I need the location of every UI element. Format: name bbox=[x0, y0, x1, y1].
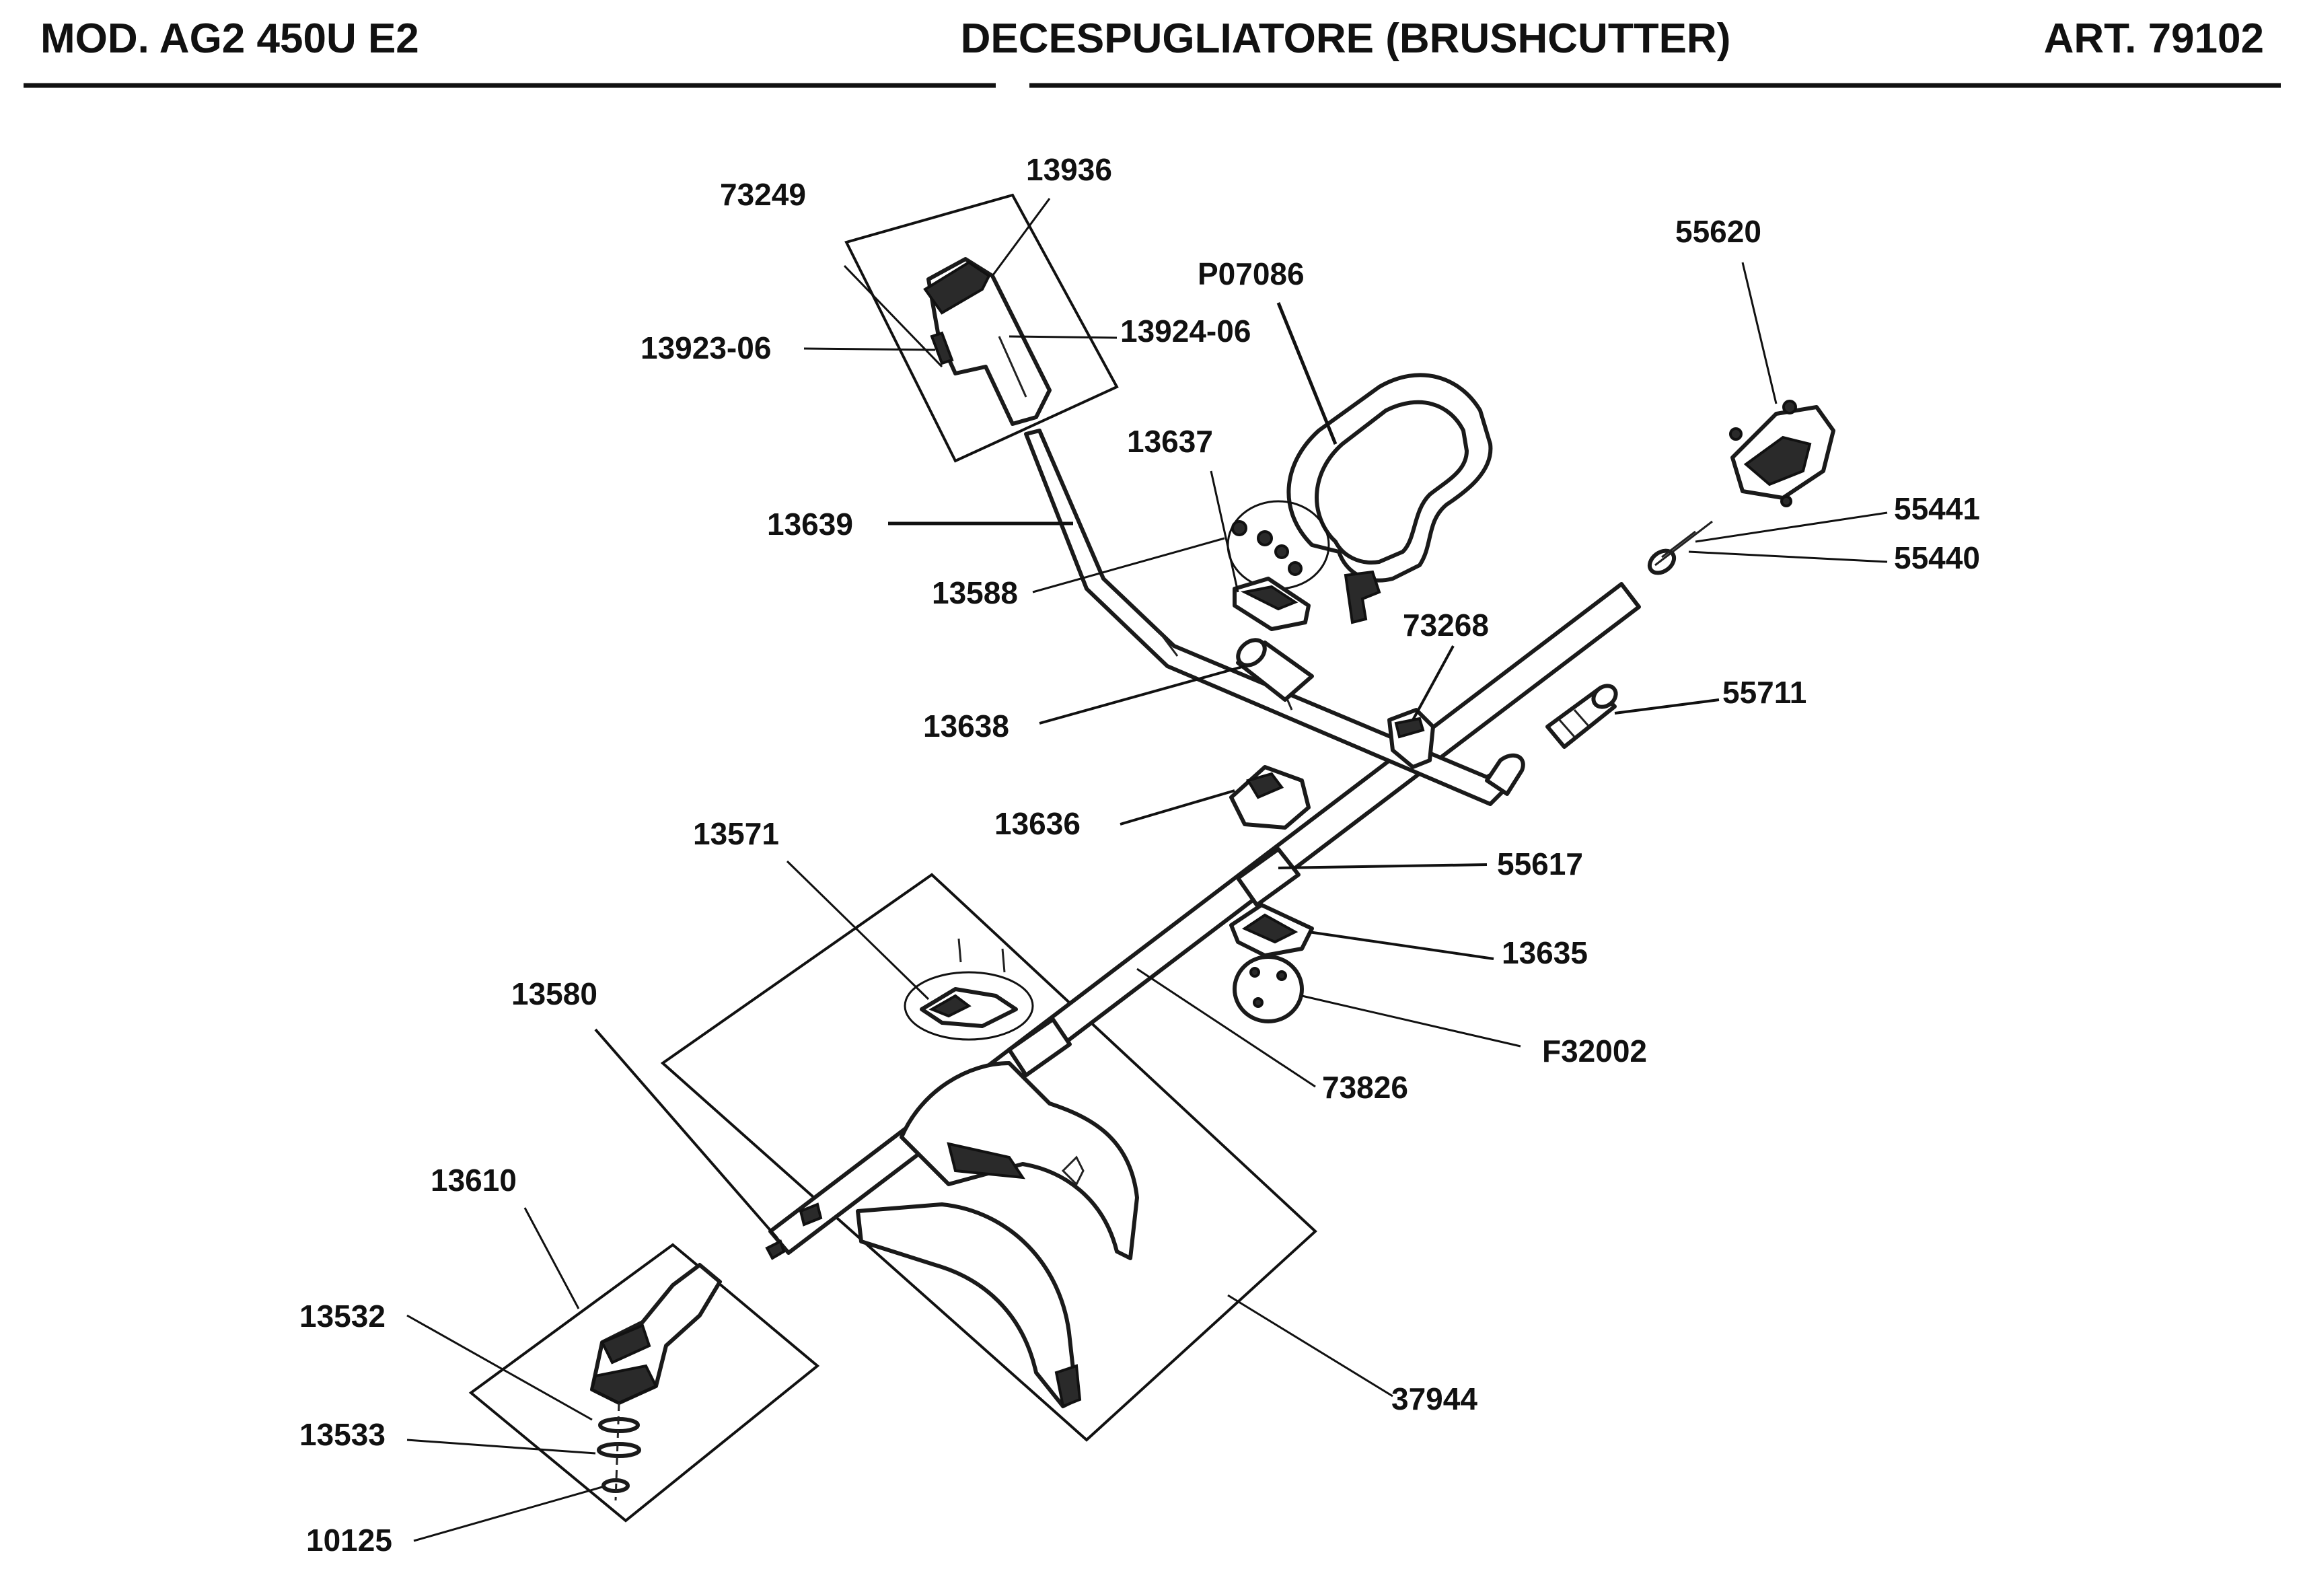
label-13936: 13936 bbox=[1026, 152, 1112, 187]
label-37944: 37944 bbox=[1391, 1381, 1477, 1416]
handlebar bbox=[1024, 429, 1525, 806]
label-13610: 13610 bbox=[431, 1163, 517, 1198]
label-13571: 13571 bbox=[693, 816, 779, 851]
label-55620: 55620 bbox=[1675, 214, 1761, 249]
guard-bracket bbox=[904, 938, 1034, 1041]
label-55441: 55441 bbox=[1894, 491, 1980, 526]
label-73826: 73826 bbox=[1322, 1070, 1408, 1105]
leader-lines bbox=[406, 198, 1888, 1542]
label-13532: 13532 bbox=[299, 1299, 386, 1334]
label-13639: 13639 bbox=[767, 507, 853, 542]
label-13638: 13638 bbox=[923, 709, 1009, 743]
harness-clamp-13636 bbox=[1229, 765, 1311, 830]
label-13637: 13637 bbox=[1127, 424, 1213, 459]
cutting-guard bbox=[856, 1061, 1139, 1408]
label-13924-06: 13924-06 bbox=[1120, 314, 1251, 349]
guard-group-box bbox=[660, 873, 1317, 1442]
part-labels: 73249 13936 13923-06 13924-06 P07086 556… bbox=[299, 152, 1980, 1558]
label-13533: 13533 bbox=[299, 1417, 386, 1452]
disc-f32002 bbox=[1233, 955, 1304, 1023]
label-73268: 73268 bbox=[1403, 608, 1489, 643]
engine-coupling bbox=[1729, 400, 1835, 507]
page-title: DECESPUGLIATORE (BRUSHCUTTER) bbox=[961, 15, 1731, 62]
head-group-box bbox=[468, 1243, 820, 1523]
throttle-handle bbox=[923, 257, 1052, 426]
hanger-13635 bbox=[1229, 903, 1314, 957]
grip-sleeve bbox=[1236, 638, 1314, 702]
label-55617: 55617 bbox=[1497, 846, 1583, 881]
shaft-pin bbox=[765, 1202, 823, 1260]
label-f32002: F32002 bbox=[1542, 1033, 1647, 1068]
handle-group-box bbox=[844, 193, 1119, 463]
label-55440: 55440 bbox=[1894, 540, 1980, 575]
label-73249: 73249 bbox=[720, 177, 806, 212]
loop-handle bbox=[1286, 373, 1493, 624]
label-55711: 55711 bbox=[1722, 675, 1806, 710]
shaft-clamp-73268 bbox=[1387, 708, 1435, 769]
model-number: MOD. AG2 450U E2 bbox=[40, 15, 419, 62]
label-10125: 10125 bbox=[306, 1523, 392, 1558]
label-13588: 13588 bbox=[932, 575, 1018, 610]
label-13635: 13635 bbox=[1502, 935, 1588, 970]
article-number: ART. 79102 bbox=[2044, 15, 2264, 62]
label-13580: 13580 bbox=[511, 976, 597, 1011]
grip-55711 bbox=[1545, 684, 1618, 749]
gear-head bbox=[590, 1263, 722, 1501]
label-13636: 13636 bbox=[994, 806, 1081, 841]
label-p07086: P07086 bbox=[1198, 256, 1305, 291]
label-13923-06: 13923-06 bbox=[641, 330, 771, 365]
